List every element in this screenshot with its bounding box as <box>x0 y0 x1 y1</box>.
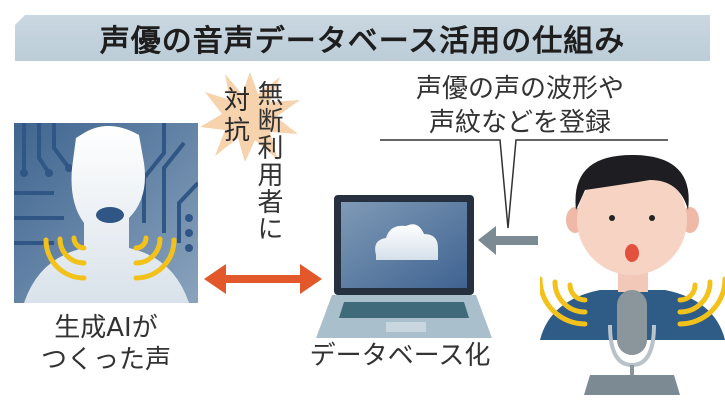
starburst-icon <box>200 72 300 162</box>
double-arrow-icon <box>204 264 322 294</box>
callout-line-2: 声紋などを登録 <box>428 108 611 138</box>
database-label: データベース化 <box>309 341 491 371</box>
laptop-cloud-icon <box>316 195 492 338</box>
ai-voice-label-line2: つくった声 <box>40 345 171 375</box>
ai-voice-label-line1: 生成AIが <box>54 313 158 343</box>
burst-text: 対 抗 <box>224 86 250 146</box>
unauthorized-users-text: 無断利用者に <box>253 80 283 242</box>
page-title: 声優の音声データベース活用の仕組み <box>99 24 626 59</box>
ai-voice-label: 生成AIが つくった声 <box>14 312 198 376</box>
voice-registration-callout: 声優の声の波形や 声紋などを登録 <box>375 72 665 140</box>
ai-silhouette-icon <box>14 123 198 303</box>
callout-line-1: 声優の声の波形や <box>415 74 624 104</box>
left-arrow-icon <box>478 226 538 255</box>
title-banner: 声優の音声データベース活用の仕組み <box>15 15 710 61</box>
burst-line-2: 抗 <box>224 116 251 146</box>
callout-pointer <box>380 139 668 229</box>
voice-actor-microphone-icon <box>540 155 725 395</box>
burst-line-1: 対 <box>224 86 251 116</box>
